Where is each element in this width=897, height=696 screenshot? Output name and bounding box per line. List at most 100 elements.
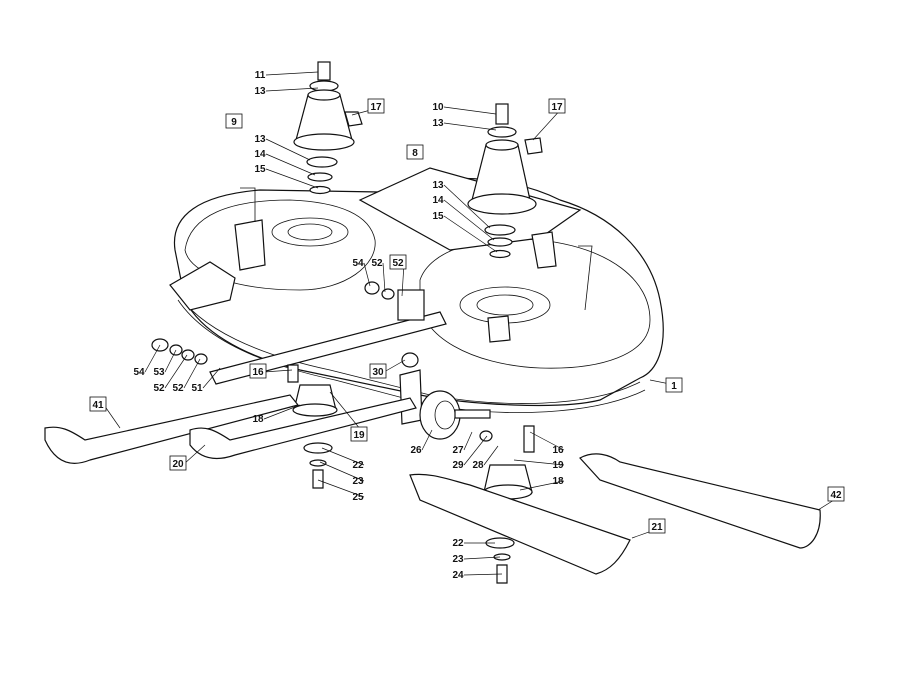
leader-line <box>421 429 433 451</box>
callout-c17a: 17 <box>351 98 385 116</box>
callout-c24: 24 <box>452 570 503 581</box>
callout-label: 13 <box>432 180 444 191</box>
leader-line <box>103 404 121 429</box>
callout-c15b: 15 <box>432 211 498 253</box>
callout-label: 17 <box>370 102 382 113</box>
callout-label: 17 <box>551 102 563 113</box>
cutting-blades <box>44 394 821 575</box>
callout-label: 23 <box>352 476 364 487</box>
callout-c15a: 15 <box>254 164 319 189</box>
callout-label: 16 <box>252 367 264 378</box>
callout-c22a: 22 <box>321 447 365 471</box>
callout-label: 15 <box>432 211 444 222</box>
callout-label: 41 <box>92 400 104 411</box>
callout-label: 28 <box>472 460 484 471</box>
callout-box <box>827 486 845 502</box>
callout-box <box>548 98 566 114</box>
leader-line <box>265 168 319 189</box>
callout-label: 22 <box>452 538 464 549</box>
callout-label: 14 <box>254 149 266 160</box>
callout-c18b: 18 <box>519 476 565 491</box>
callout-label: 13 <box>254 86 266 97</box>
callout-c14b: 14 <box>432 195 495 241</box>
callout-c14a: 14 <box>254 149 316 176</box>
callout-label: 16 <box>552 445 564 456</box>
callout-label: 25 <box>352 492 364 503</box>
callout-c16a: 16 <box>249 363 293 379</box>
callout-label: 20 <box>172 459 184 470</box>
leader-line <box>164 349 177 373</box>
callout-label: 15 <box>254 164 266 175</box>
leader-line <box>443 106 497 115</box>
callout-c11: 11 <box>255 70 319 81</box>
callout-c29: 29 <box>452 435 488 471</box>
callout-c19b: 19 <box>513 459 565 471</box>
callout-label: 26 <box>410 445 422 456</box>
leader-line <box>183 358 201 389</box>
leader-line <box>265 71 319 76</box>
anti-scalp-wheel <box>399 369 535 453</box>
callout-c22b: 22 <box>452 538 495 549</box>
callout-box <box>367 98 385 114</box>
callout-c9: 9 <box>225 113 243 129</box>
callout-label: 1 <box>671 381 677 392</box>
callout-label: 14 <box>432 195 444 206</box>
callout-box <box>169 455 187 471</box>
callout-label: 52 <box>371 258 383 269</box>
callout-label: 10 <box>432 102 444 113</box>
callout-label: 19 <box>353 430 365 441</box>
callout-c42: 42 <box>817 486 845 511</box>
callout-label: 30 <box>372 367 384 378</box>
leader-line <box>265 138 311 161</box>
callout-c52b: 52 <box>389 254 407 297</box>
leader-line <box>483 445 499 466</box>
callout-c26: 26 <box>410 429 433 456</box>
callout-c13b: 13 <box>254 134 311 161</box>
callout-c13a: 13 <box>254 86 319 97</box>
leader-line <box>443 184 491 229</box>
callout-c23a: 23 <box>319 461 365 487</box>
callout-c18a: 18 <box>252 404 301 425</box>
callout-label: 13 <box>254 134 266 145</box>
leader-line <box>317 479 365 498</box>
callout-label: 13 <box>432 118 444 129</box>
callout-label: 29 <box>452 460 464 471</box>
leader-line <box>363 262 371 287</box>
callout-c52c: 52 <box>153 354 188 394</box>
callout-c52d: 52 <box>172 358 201 394</box>
leader-line <box>529 431 565 451</box>
leader-line <box>164 354 188 389</box>
leader-line <box>463 435 488 466</box>
leader-line <box>183 444 206 465</box>
callout-c30: 30 <box>369 359 406 379</box>
callout-label: 54 <box>133 367 145 378</box>
callout-c19a: 19 <box>329 391 368 442</box>
callout-box <box>249 363 267 379</box>
callout-c23b: 23 <box>452 554 501 565</box>
callout-c1: 1 <box>649 377 683 393</box>
leader-line <box>443 122 497 131</box>
leader-line <box>443 199 495 241</box>
callout-label: 52 <box>153 383 165 394</box>
leader-line <box>263 369 293 373</box>
leader-line <box>513 459 565 466</box>
left-spindle-assembly <box>293 61 363 195</box>
leader-line <box>265 153 316 176</box>
callout-c13c: 13 <box>432 118 497 131</box>
right-spindle-assembly <box>467 103 543 259</box>
callout-label: 23 <box>452 554 464 565</box>
callout-box <box>389 254 407 270</box>
callout-c13d: 13 <box>432 180 491 229</box>
callout-label: 11 <box>255 70 266 81</box>
callout-label: 18 <box>252 414 264 425</box>
callout-label: 54 <box>352 258 364 269</box>
callout-label: 24 <box>452 570 464 581</box>
callout-c54b: 54 <box>133 344 161 378</box>
callout-label: 42 <box>830 490 842 501</box>
leader-line <box>519 480 565 491</box>
callout-c27: 27 <box>452 431 473 456</box>
blade-hubs <box>292 384 533 584</box>
callout-c20: 20 <box>169 444 206 471</box>
callout-label: 52 <box>172 383 184 394</box>
